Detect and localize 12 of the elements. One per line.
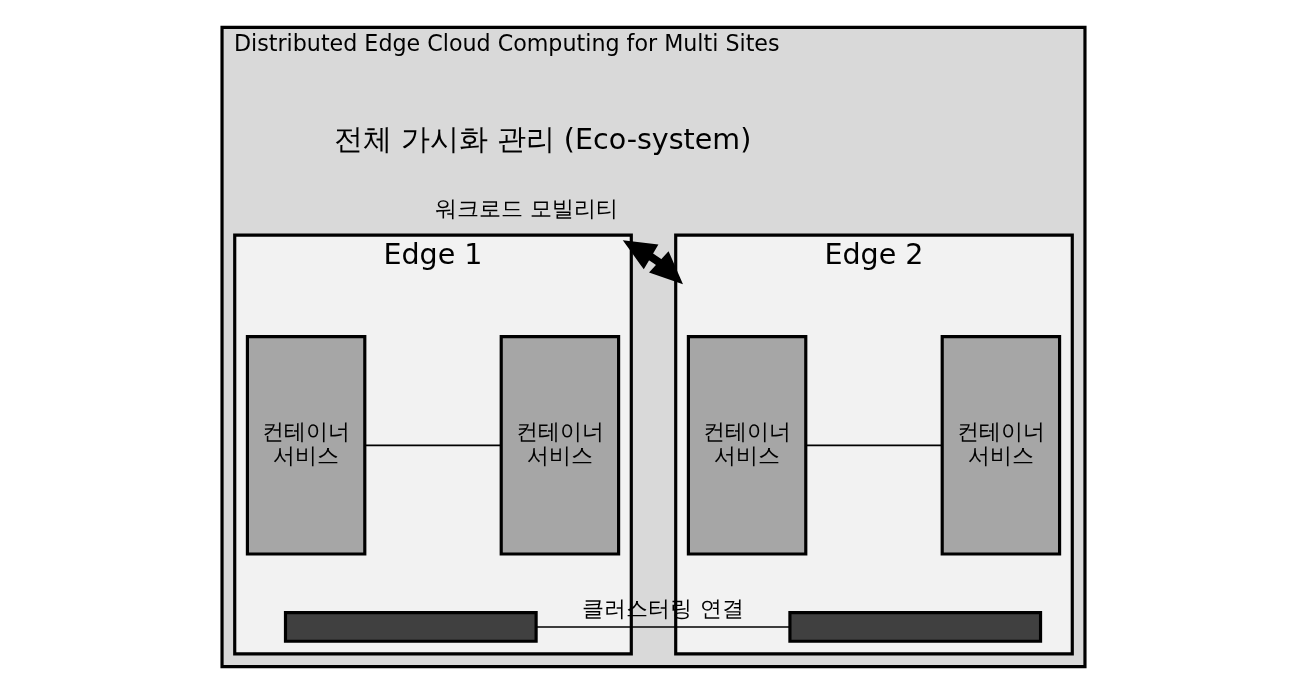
connector xyxy=(363,444,501,447)
node-box: 컨테이너 서비스 xyxy=(940,335,1061,556)
arrow xyxy=(622,240,683,285)
node-box: 컨테이너 서비스 xyxy=(245,335,366,556)
connector xyxy=(804,444,942,447)
edge-label: 워크로드 모빌리티 xyxy=(434,195,618,222)
node-bar xyxy=(787,611,1042,643)
node-bar xyxy=(283,611,538,643)
connector xyxy=(534,626,790,628)
label: 전체 가시화 관리 (Eco-system) xyxy=(333,121,751,156)
node-box: 컨테이너 서비스 xyxy=(686,335,807,556)
node-box: 컨테이너 서비스 xyxy=(499,335,620,556)
